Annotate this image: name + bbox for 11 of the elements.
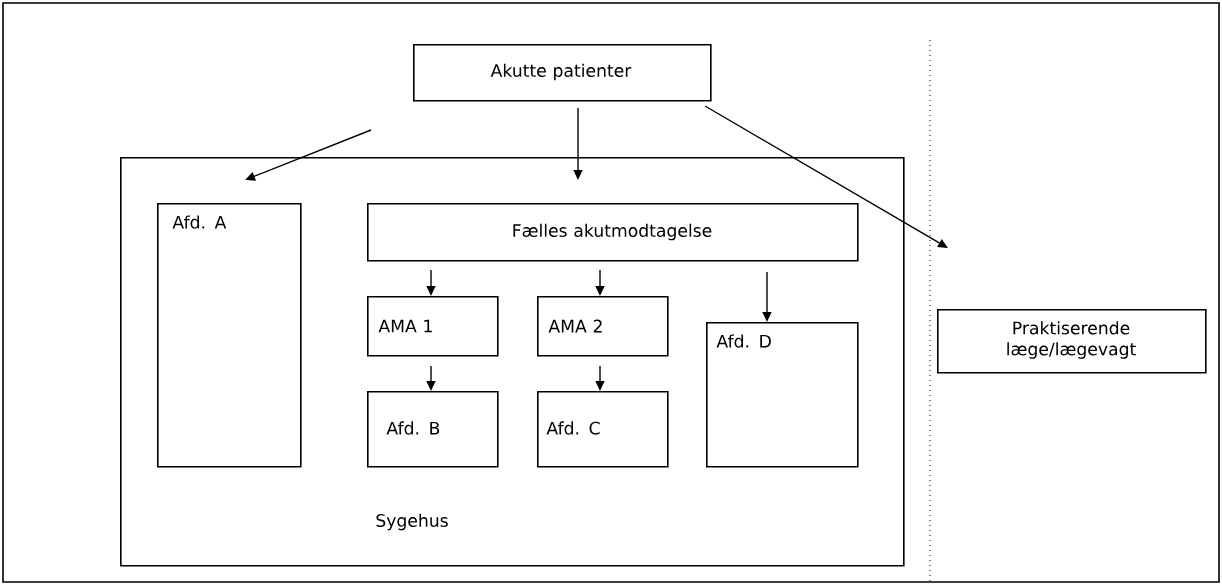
department-box: AMA 1 — [367, 296, 499, 357]
department-box: Afd. D — [706, 322, 859, 468]
department-box: Afd. B — [367, 391, 499, 468]
department-box: Afd. A — [157, 203, 302, 468]
department-box: Afd. C — [537, 391, 669, 468]
arrow — [245, 129, 372, 181]
process-box: Praktiserende læge/lægevagt — [937, 309, 1207, 374]
department-box: AMA 2 — [537, 296, 669, 357]
department-box: Fælles akutmodtagelse — [367, 203, 859, 262]
arrow — [704, 105, 948, 248]
process-box: Akutte patienter — [413, 44, 712, 102]
